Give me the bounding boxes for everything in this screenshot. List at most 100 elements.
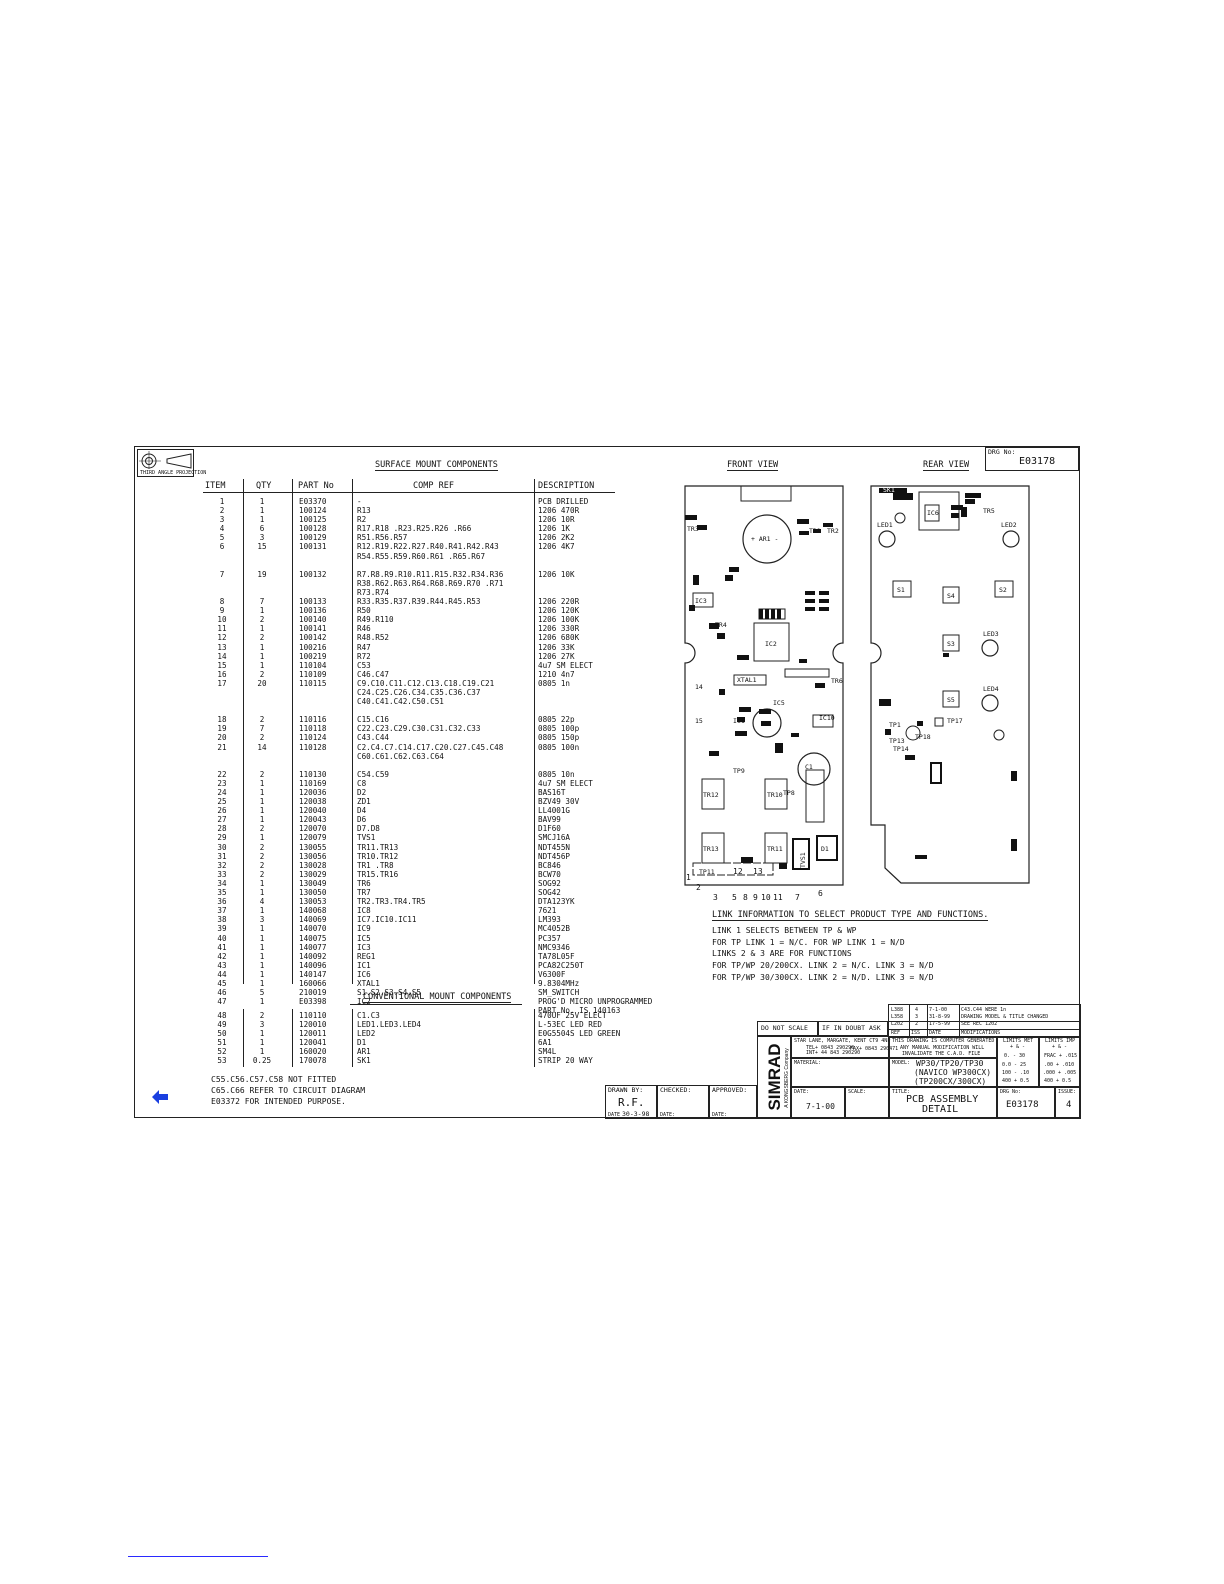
sk1-label: SK1 bbox=[883, 486, 895, 494]
col-desc-cell: 1206 220R bbox=[538, 597, 580, 607]
ic6-label: IC6 bbox=[927, 509, 939, 517]
col-ref-cell: TR2.TR3.TR4.TR5 bbox=[357, 897, 426, 907]
col-part-cell: 140070 bbox=[299, 924, 327, 934]
limits-met-4: 100 - .10 bbox=[1002, 1070, 1030, 1076]
col-desc-cell: SOG92 bbox=[538, 878, 561, 888]
col-desc-cell: SOG42 bbox=[538, 888, 561, 898]
col-item-cell: 26 bbox=[217, 806, 227, 816]
col-part-cell: 130055 bbox=[299, 842, 327, 852]
col-item-cell: 3 bbox=[219, 515, 225, 525]
rev-mod-3: SEE REC 1202 bbox=[961, 1021, 998, 1027]
col-qty-cell bbox=[249, 579, 275, 588]
col-item-cell: 28 bbox=[217, 824, 227, 834]
address-box: STAR LANE, MARGATE, KENT CT9 4NP TEL+ 08… bbox=[791, 1036, 898, 1058]
approved-label: APPROVED: bbox=[712, 1086, 748, 1094]
col-qty-cell bbox=[249, 706, 275, 715]
col-item-cell bbox=[209, 697, 235, 706]
col-ref-cell: C60.C61.C62.C63.C64 bbox=[357, 751, 444, 761]
col-qty-cell: 2 bbox=[259, 769, 265, 779]
model-box: MODEL: WP30/TP20/TP30 (NAVICO WP300CX) (… bbox=[889, 1058, 997, 1087]
col-ref-cell: TR7 bbox=[357, 888, 371, 898]
limits-imp-5: 400 + 0.5 bbox=[1044, 1078, 1072, 1084]
col-part-cell: 140077 bbox=[299, 942, 327, 952]
cm-qty-cell: 2 bbox=[259, 1011, 265, 1020]
col-ref-cell: C22.C23.C29.C30.C31.C32.C33 bbox=[357, 724, 481, 734]
col-item-cell: 29 bbox=[217, 833, 227, 843]
col-ref-cell: C9.C10.C11.C12.C13.C18.C19.C21 bbox=[357, 678, 495, 688]
footer-link-line[interactable] bbox=[128, 1556, 268, 1557]
col-qty-cell: 1 bbox=[259, 888, 265, 898]
model-line-1: WP30/TP20/TP30 bbox=[916, 1059, 984, 1068]
col-part-cell: 120079 bbox=[299, 833, 327, 843]
col-item-cell: 45 bbox=[217, 978, 227, 988]
rev-header-iss: ISS bbox=[911, 1030, 921, 1036]
link-line-3: LINKS 2 & 3 ARE FOR FUNCTIONS bbox=[712, 949, 852, 958]
if-in-doubt: IF IN DOUBT ASK bbox=[822, 1024, 881, 1032]
drawing-number-label: DRG No: bbox=[988, 448, 1016, 456]
col-ref-cell: C46.C47 bbox=[357, 669, 390, 679]
col-part-cell: 100133 bbox=[299, 597, 327, 607]
drawn-by-label: DRAWN BY: bbox=[608, 1086, 644, 1094]
col-qty-cell: 1 bbox=[259, 969, 265, 979]
col-item-cell: 19 bbox=[217, 724, 227, 734]
approved-date-label: DATE: bbox=[712, 1112, 728, 1118]
pin-12: 12 bbox=[733, 867, 743, 876]
col-qty-cell: 2 bbox=[259, 715, 265, 725]
led3-label: LED3 bbox=[983, 630, 999, 638]
col-ref-cell: R54.R55.R59.R60.R61 .R65.R67 bbox=[357, 551, 486, 561]
col-item-cell: 1 bbox=[219, 497, 225, 506]
drawn-date: 30-3-98 bbox=[622, 1110, 650, 1118]
col-ref-cell: S1.S2.S3.S4.S5 bbox=[357, 988, 422, 998]
date-box: DATE: 7-1-00 bbox=[791, 1087, 845, 1119]
col-part-cell: 100216 bbox=[299, 642, 327, 652]
back-arrow-icon[interactable] bbox=[152, 1090, 168, 1104]
col-part-cell: 140068 bbox=[299, 906, 327, 916]
col-header-desc: DESCRIPTION bbox=[538, 481, 595, 491]
col-item-cell: 46 bbox=[217, 988, 227, 998]
col-ref-cell: TR11.TR13 bbox=[357, 842, 399, 852]
cm-desc-cell: 6A1 bbox=[538, 1038, 552, 1048]
col-ref-cell: TR10.TR12 bbox=[357, 851, 399, 861]
col-ref-cell: R2 bbox=[357, 515, 367, 525]
rev-iss-1: 4 bbox=[915, 1007, 919, 1013]
col-desc-cell: TA78L05F bbox=[538, 951, 575, 961]
cm-item-cell: 50 bbox=[217, 1029, 227, 1039]
address: STAR LANE, MARGATE, KENT CT9 4NP bbox=[794, 1038, 891, 1044]
checked-box: CHECKED: DATE: bbox=[657, 1085, 709, 1119]
col-desc-cell: 1206 680K bbox=[538, 633, 580, 643]
col-desc-cell: 4u7 SM ELECT bbox=[538, 660, 593, 670]
col-desc-cell: 7621 bbox=[538, 906, 557, 916]
tr1-label: TR1 bbox=[809, 527, 821, 535]
limits-imp-label: LIMITS IMP bbox=[1045, 1038, 1076, 1044]
issue-box: ISSUE: 4 bbox=[1055, 1087, 1081, 1119]
col-qty-cell: 1 bbox=[259, 833, 265, 843]
col-qty-cell: 2 bbox=[259, 842, 265, 852]
col-desc-cell: BCW70 bbox=[538, 869, 561, 879]
led4-label: LED4 bbox=[983, 685, 999, 693]
col-part-cell: 120036 bbox=[299, 788, 327, 797]
tp9-label: TP9 bbox=[733, 767, 745, 775]
col-qty-cell: 6 bbox=[259, 524, 265, 534]
tr5-label: TR5 bbox=[983, 507, 995, 515]
cm-desc-cell: SM4L bbox=[538, 1047, 557, 1057]
checked-date-label: DATE: bbox=[660, 1112, 676, 1118]
col-desc-cell: 1206 2K2 bbox=[538, 533, 575, 543]
ic1-label: IC1 bbox=[733, 717, 745, 725]
rev-ref-1: L388 bbox=[891, 1007, 904, 1013]
col-qty-cell: 1 bbox=[259, 978, 265, 988]
col-desc-cell: SMCJ16A bbox=[538, 833, 571, 843]
col-item-cell: 21 bbox=[217, 742, 227, 752]
ic3-label: IC3 bbox=[695, 597, 707, 605]
col-desc-cell: PROG'D MICRO UNPROGRAMMED bbox=[538, 997, 653, 1007]
col-qty-cell: 2 bbox=[259, 615, 265, 625]
col-item-cell: 31 bbox=[217, 851, 227, 861]
col-item-cell: 18 bbox=[217, 715, 227, 725]
col-header-item: ITEM bbox=[205, 481, 226, 491]
col-part-cell: 100125 bbox=[299, 515, 327, 525]
col-qty-cell: 1 bbox=[259, 878, 265, 888]
col-item-cell bbox=[209, 761, 235, 770]
title-line-2: DETAIL bbox=[922, 1104, 959, 1115]
col-part-cell: 130029 bbox=[299, 869, 327, 879]
col-part-cell: 140075 bbox=[299, 933, 327, 943]
